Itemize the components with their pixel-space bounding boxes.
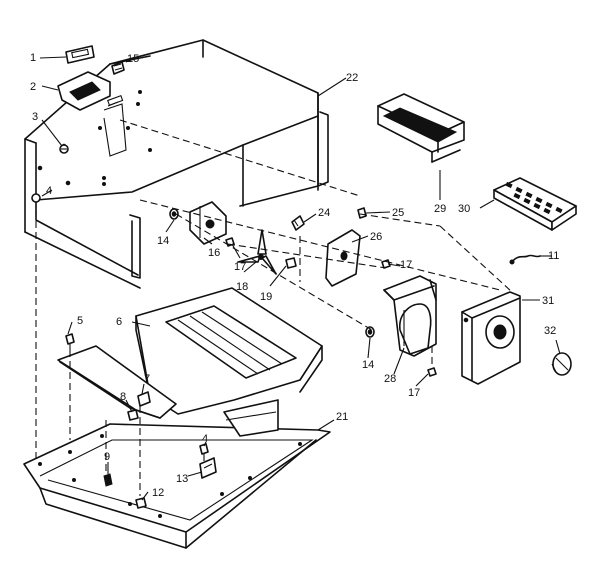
part-3-screw [59, 144, 69, 154]
part-28-fan-housing [383, 275, 437, 357]
callout-c8: 8 [120, 391, 126, 403]
callout-c29: 29 [434, 203, 446, 215]
callout-c1: 1 [30, 52, 36, 64]
callout-c21: 21 [336, 411, 348, 423]
callout-c4b: 4 [202, 433, 208, 445]
callout-c17a: 17 [234, 261, 246, 273]
part-8-screw [127, 409, 139, 421]
part-7-clip [137, 391, 151, 407]
callout-c6: 6 [116, 316, 122, 328]
callout-c24: 24 [318, 207, 330, 219]
callout-c32: 32 [544, 325, 556, 337]
part-1-cover [65, 45, 95, 64]
callout-c11: 11 [548, 250, 559, 262]
callout-c15: 15 [127, 53, 139, 65]
part-13-clip [199, 457, 217, 479]
part-31-cover [461, 291, 521, 385]
part-19-screw [285, 257, 297, 269]
part-17-screw-c [427, 367, 437, 377]
part-15-screw [111, 61, 125, 75]
callout-c14b: 14 [362, 359, 374, 371]
callout-c30: 30 [458, 203, 470, 215]
callout-c7: 7 [144, 373, 150, 385]
part-5-screw [65, 333, 75, 350]
assembly-lines [35, 119, 513, 496]
callout-c14a: 14 [157, 235, 169, 247]
part-14-grommet-upper [169, 208, 179, 220]
callout-c4a: 4 [46, 185, 52, 197]
callout-c19: 19 [260, 291, 272, 303]
callout-c18: 18 [236, 281, 248, 293]
callout-c17c: 17 [408, 387, 420, 399]
callout-c5: 5 [77, 315, 83, 327]
callout-c26: 26 [370, 231, 382, 243]
part-4-screw-lower [199, 443, 209, 455]
part-4-screw-upper [31, 193, 41, 208]
callout-c12: 12 [152, 487, 164, 499]
callout-c16: 16 [208, 247, 220, 259]
callout-c3: 3 [32, 111, 38, 123]
part-6-cover-plate [135, 287, 323, 415]
part-16-motor [189, 201, 227, 245]
callout-c13: 13 [176, 473, 188, 485]
callout-c25: 25 [392, 207, 404, 219]
part-2-housing [57, 71, 111, 111]
part-14-grommet-lower [365, 326, 375, 338]
callout-c31: 31 [542, 295, 554, 307]
part-12-screw [135, 497, 147, 509]
part-29-bracket [377, 93, 465, 163]
part-32-knob [551, 352, 572, 376]
part-24-clip [291, 215, 305, 231]
part-9-screw [103, 473, 113, 487]
part-30-ice-tray [493, 177, 577, 231]
leader-lines [39, 56, 561, 501]
part-11-wire [509, 254, 541, 265]
callout-c17b: 17 [400, 259, 412, 271]
callout-c22: 22 [346, 72, 358, 84]
callout-c28: 28 [384, 373, 396, 385]
liner-box-22 [24, 39, 329, 289]
part-26-shroud [325, 229, 361, 287]
callout-c9: 9 [104, 451, 110, 463]
callout-c2: 2 [30, 81, 36, 93]
part-25-screw [357, 207, 367, 219]
